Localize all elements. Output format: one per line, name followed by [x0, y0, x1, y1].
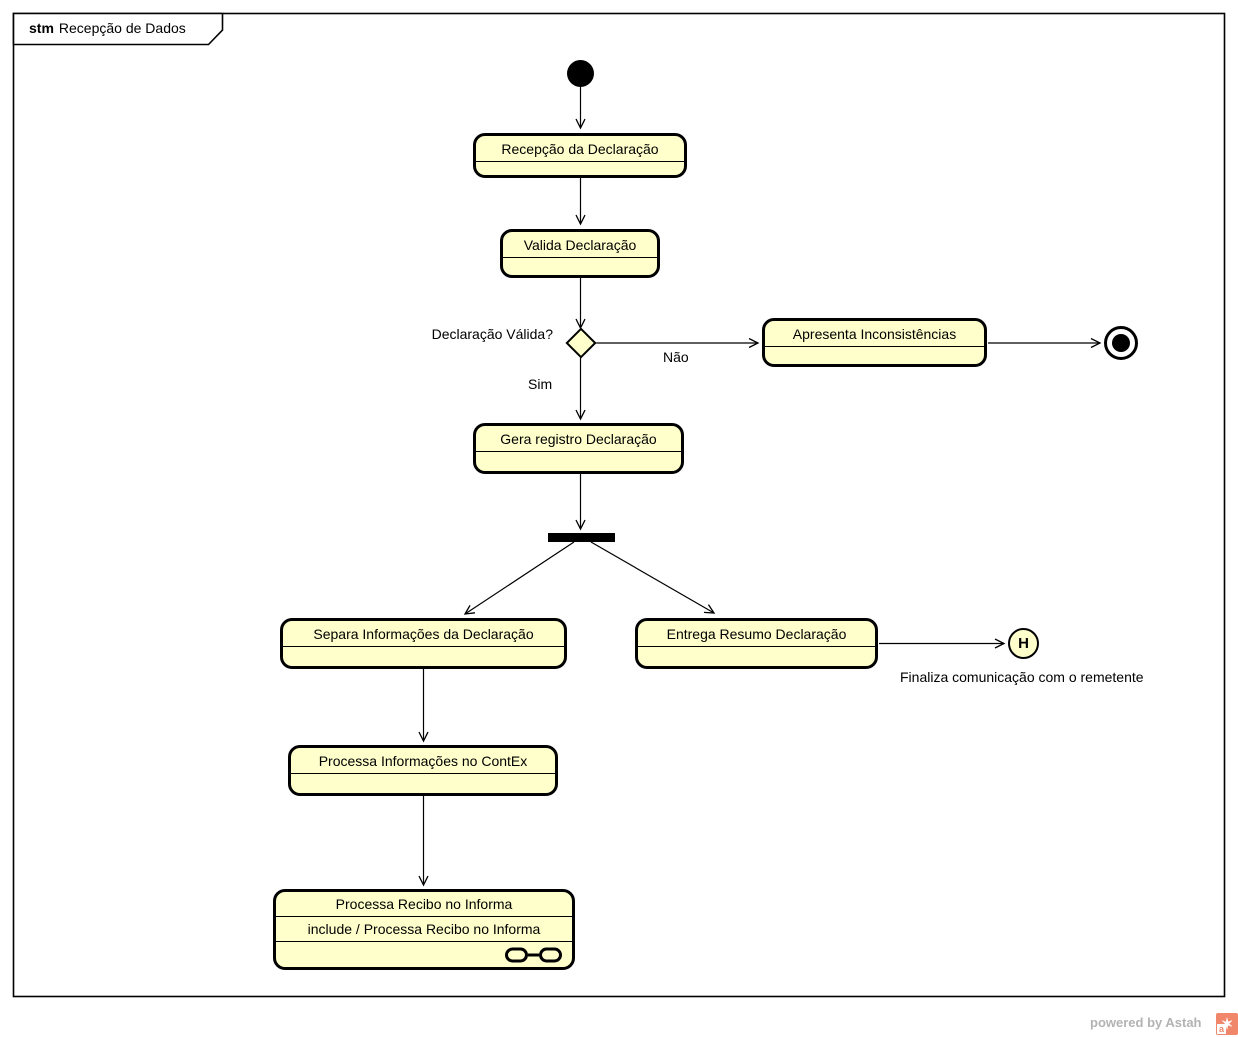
- state-entrega-resumo[interactable]: Entrega Resumo Declaração: [635, 618, 878, 669]
- powered-by-astah-text: powered by Astah: [1090, 1015, 1202, 1030]
- state-compartment: [476, 162, 684, 175]
- frame-keyword: stm: [29, 20, 54, 36]
- guard-label-declaracao-valida[interactable]: Declaração Válida?: [431, 326, 553, 342]
- astah-logo-icon: ✶ a: [1216, 1013, 1238, 1035]
- state-compartment: [283, 647, 564, 666]
- state-compartment: [476, 452, 681, 471]
- state-action: include / Processa Recibo no Informa: [276, 917, 572, 942]
- submachine-icon: [505, 947, 562, 962]
- state-compartment: [503, 258, 657, 275]
- state-label: Gera registro Declaração: [476, 426, 681, 452]
- edge-fork-to-separa: [465, 541, 575, 614]
- state-label: Entrega Resumo Declaração: [638, 621, 875, 647]
- frame-title-text: Recepção de Dados: [58, 20, 186, 36]
- guard-label-sim[interactable]: Sim: [528, 376, 553, 392]
- diagram-frame: [12, 12, 1226, 998]
- state-label: Valida Declaração: [503, 232, 657, 258]
- initial-node[interactable]: [567, 60, 594, 87]
- final-node[interactable]: [1104, 326, 1138, 360]
- state-processa-informacoes-contex[interactable]: Processa Informações no ContEx: [288, 745, 558, 796]
- final-node-core: [1112, 334, 1130, 352]
- guard-label-nao[interactable]: Não: [663, 349, 689, 365]
- history-label: H: [1018, 635, 1029, 652]
- note-finaliza-comunicacao[interactable]: Finaliza comunicação com o remetente: [900, 669, 1144, 685]
- state-label: Processa Informações no ContEx: [291, 748, 555, 774]
- frame-title-tab: [12, 12, 224, 46]
- state-label: Recepção da Declaração: [476, 136, 684, 162]
- state-recepcao-da-declaracao[interactable]: Recepção da Declaração: [473, 133, 687, 178]
- state-label: Apresenta Inconsistências: [765, 321, 984, 347]
- state-label: Separa Informações da Declaração: [283, 621, 564, 647]
- fork-bar[interactable]: [548, 533, 615, 542]
- edge-fork-to-entrega: [590, 541, 714, 613]
- state-compartment: [291, 774, 555, 793]
- state-valida-declaracao[interactable]: Valida Declaração: [500, 229, 660, 278]
- state-gera-registro-declaracao[interactable]: Gera registro Declaração: [473, 423, 684, 474]
- shallow-history-node[interactable]: H: [1008, 628, 1039, 659]
- state-apresenta-inconsistencias[interactable]: Apresenta Inconsistências: [762, 318, 987, 367]
- state-compartment: [276, 942, 572, 967]
- state-separa-informacoes[interactable]: Separa Informações da Declaração: [280, 618, 567, 669]
- state-processa-recibo-informa[interactable]: Processa Recibo no Informa include / Pro…: [273, 889, 575, 970]
- state-compartment: [638, 647, 875, 666]
- state-compartment: [765, 347, 984, 364]
- state-label: Processa Recibo no Informa: [276, 892, 572, 917]
